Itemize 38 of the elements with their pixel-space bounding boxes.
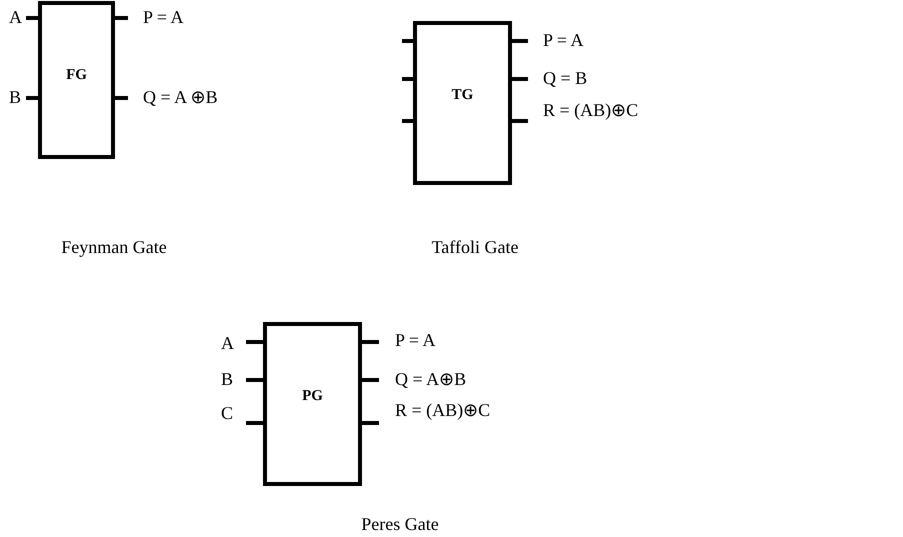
pin-line bbox=[402, 39, 413, 43]
signal-label: Q = B bbox=[543, 68, 588, 88]
signal-label: R = (AB)⊕C bbox=[395, 400, 490, 420]
signal-label: A bbox=[9, 7, 22, 27]
pin-line bbox=[362, 340, 379, 344]
pin-line bbox=[402, 77, 413, 81]
pin-line bbox=[246, 340, 263, 344]
pin-line bbox=[362, 421, 379, 425]
signal-label: C bbox=[221, 403, 234, 423]
pin-line bbox=[362, 378, 379, 382]
signal-label: P = A bbox=[143, 7, 184, 27]
pin-line bbox=[402, 119, 413, 123]
gate-box bbox=[38, 1, 115, 159]
pin-line bbox=[26, 16, 38, 20]
signal-label: P = A bbox=[395, 330, 436, 350]
gate-label: FG bbox=[65, 67, 88, 84]
gate-box bbox=[263, 322, 362, 486]
gate-caption: Taffoli Gate bbox=[430, 237, 520, 258]
pin-line bbox=[512, 39, 528, 43]
gate-caption: Peres Gate bbox=[360, 514, 440, 535]
pin-line bbox=[246, 421, 263, 425]
pin-line bbox=[26, 96, 38, 100]
pin-line bbox=[512, 77, 528, 81]
gate-box bbox=[413, 21, 512, 185]
pin-line bbox=[246, 378, 263, 382]
pin-line bbox=[115, 96, 128, 100]
gate-label: PG bbox=[301, 388, 324, 405]
signal-label: Q = A ⊕B bbox=[143, 87, 218, 107]
signal-label: Q = A⊕B bbox=[395, 369, 466, 389]
signal-label: A bbox=[221, 333, 234, 353]
signal-label: P = A bbox=[543, 30, 584, 50]
signal-label: R = (AB)⊕C bbox=[543, 100, 638, 120]
signal-label: B bbox=[221, 369, 234, 389]
pin-line bbox=[512, 119, 528, 123]
gate-caption: Feynman Gate bbox=[60, 237, 168, 258]
pin-line bbox=[115, 16, 128, 20]
gate-label: TG bbox=[450, 87, 474, 104]
signal-label: B bbox=[9, 87, 22, 107]
